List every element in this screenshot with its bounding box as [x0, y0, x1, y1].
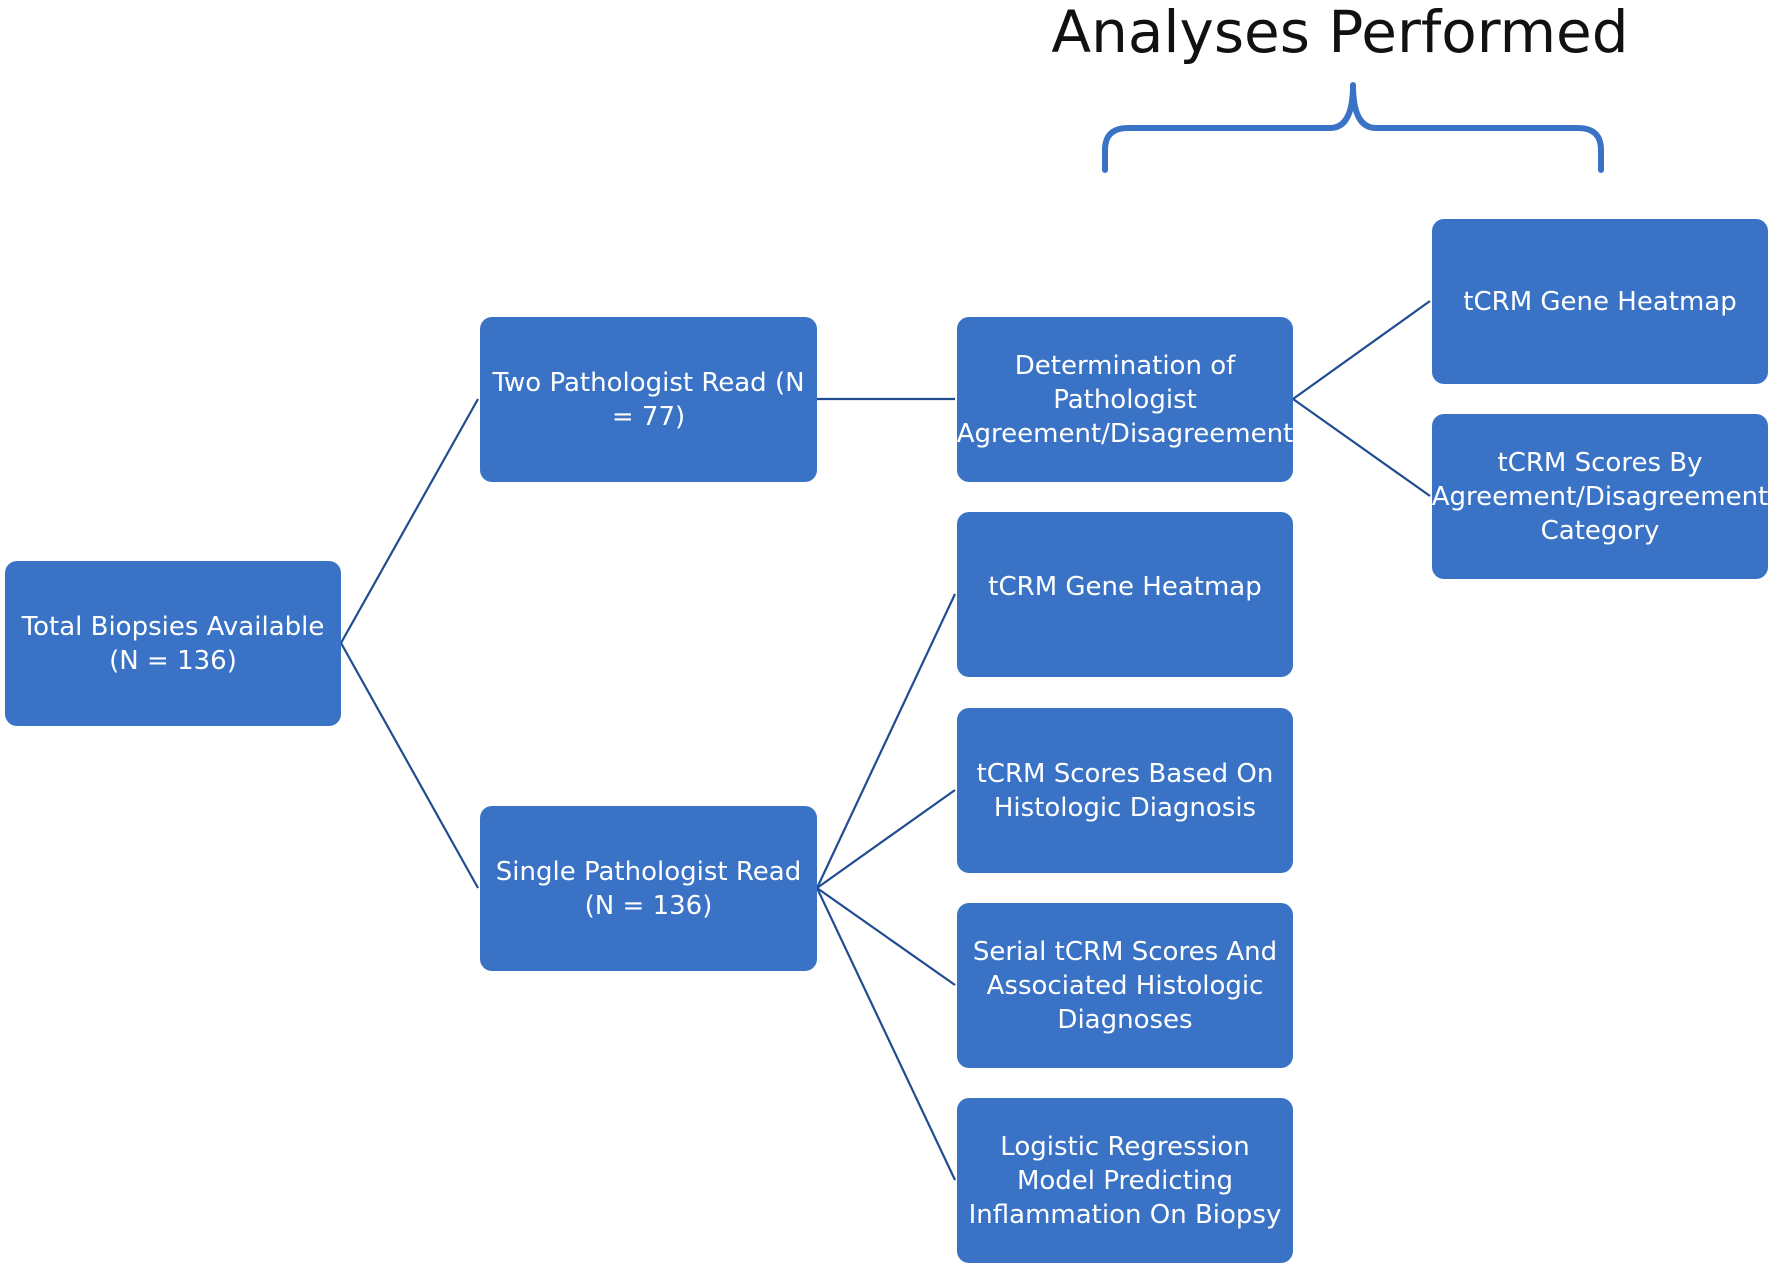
analyses-brace — [1102, 82, 1604, 173]
node-total-biopsies: Total Biopsies Available (N = 136) — [5, 561, 341, 726]
connector-single-heatmap — [816, 593, 956, 889]
node-scores-by-agreement: tCRM Scores By Agreement/Disagreement Ca… — [1432, 414, 1768, 579]
node-serial-scores: Serial tCRM Scores And Associated Histol… — [957, 903, 1293, 1068]
node-single-pathologist-read: Single Pathologist Read (N = 136) — [480, 806, 817, 971]
node-two-pathologist-read: Two Pathologist Read (N = 77) — [480, 317, 817, 482]
connector-determination-heatmap — [1292, 300, 1431, 400]
node-heatmap-agreement: tCRM Gene Heatmap — [1432, 219, 1768, 384]
analyses-performed-title: Analyses Performed — [1051, 0, 1629, 66]
node-heatmap-single: tCRM Gene Heatmap — [957, 512, 1293, 677]
connector-single-serial — [816, 887, 956, 986]
connector-determination-scores — [1292, 398, 1431, 497]
node-determination-agreement: Determination of Pathologist Agreement/D… — [957, 317, 1293, 482]
node-logistic-regression: Logistic Regression Model Predicting Inf… — [957, 1098, 1293, 1263]
connector-total-single-read — [340, 642, 479, 889]
node-scores-histologic: tCRM Scores Based On Histologic Diagnosi… — [957, 708, 1293, 873]
connector-total-two-read — [340, 398, 479, 644]
connector-single-histologic — [816, 789, 956, 889]
connector-single-logistic — [816, 887, 956, 1181]
